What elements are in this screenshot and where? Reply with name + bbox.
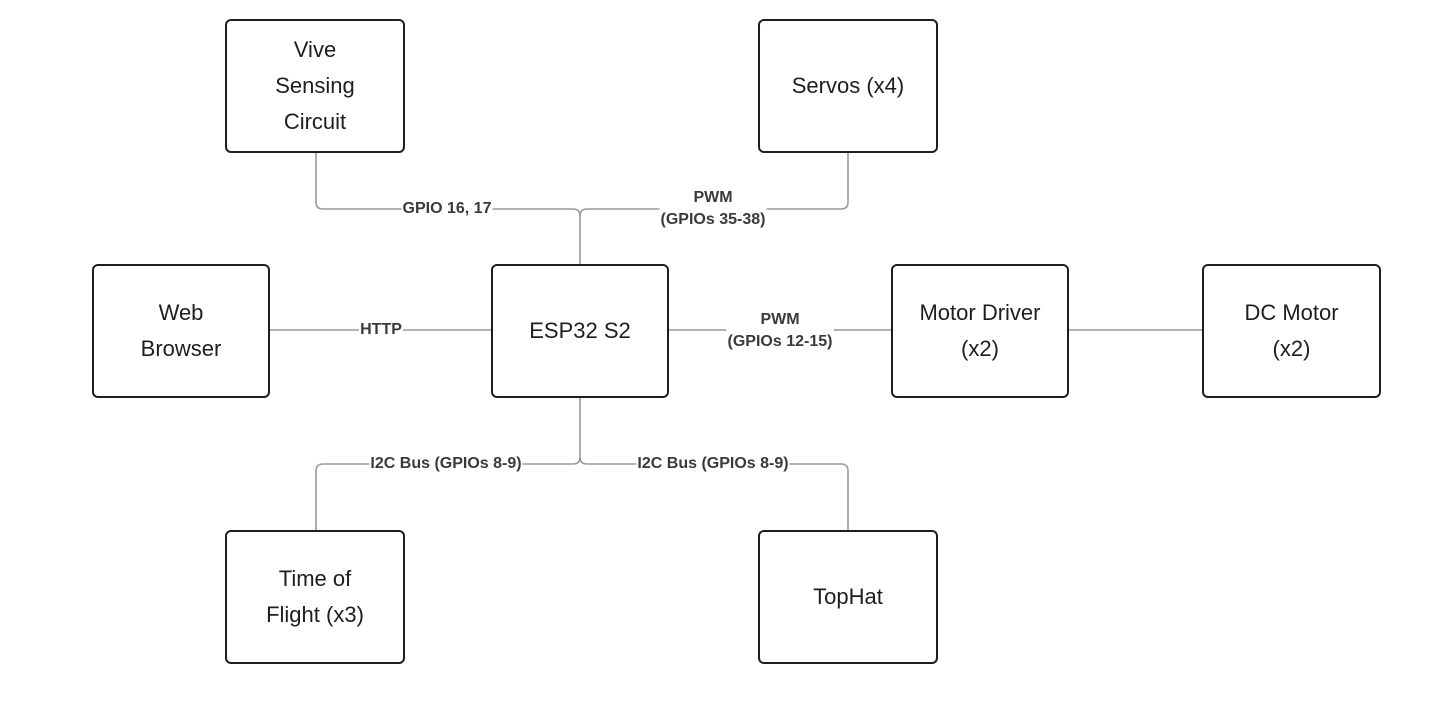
label-gpio-vive: GPIO 16, 17 (401, 198, 493, 220)
web-browser-box: Web Browser (92, 264, 270, 398)
wire-servos-esp32 (579, 153, 849, 217)
time-of-flight-box: Time of Flight (x3) (225, 530, 405, 664)
label-pwm-servos: PWM (GPIOs 35-38) (659, 187, 767, 231)
motor-driver-box: Motor Driver (x2) (891, 264, 1069, 398)
label-http: HTTP (359, 319, 403, 341)
label-i2c-tophat: I2C Bus (GPIOs 8-9) (636, 453, 790, 475)
wire-esp32-tophat (579, 456, 849, 530)
label-pwm-motor: PWM (GPIOs 12-15) (726, 309, 834, 353)
servos-box: Servos (x4) (758, 19, 938, 153)
esp32-s2-box: ESP32 S2 (491, 264, 669, 398)
tophat-box: TopHat (758, 530, 938, 664)
dc-motor-box: DC Motor (x2) (1202, 264, 1381, 398)
label-i2c-tof: I2C Bus (GPIOs 8-9) (369, 453, 523, 475)
vive-sensing-circuit-box: Vive Sensing Circuit (225, 19, 405, 153)
